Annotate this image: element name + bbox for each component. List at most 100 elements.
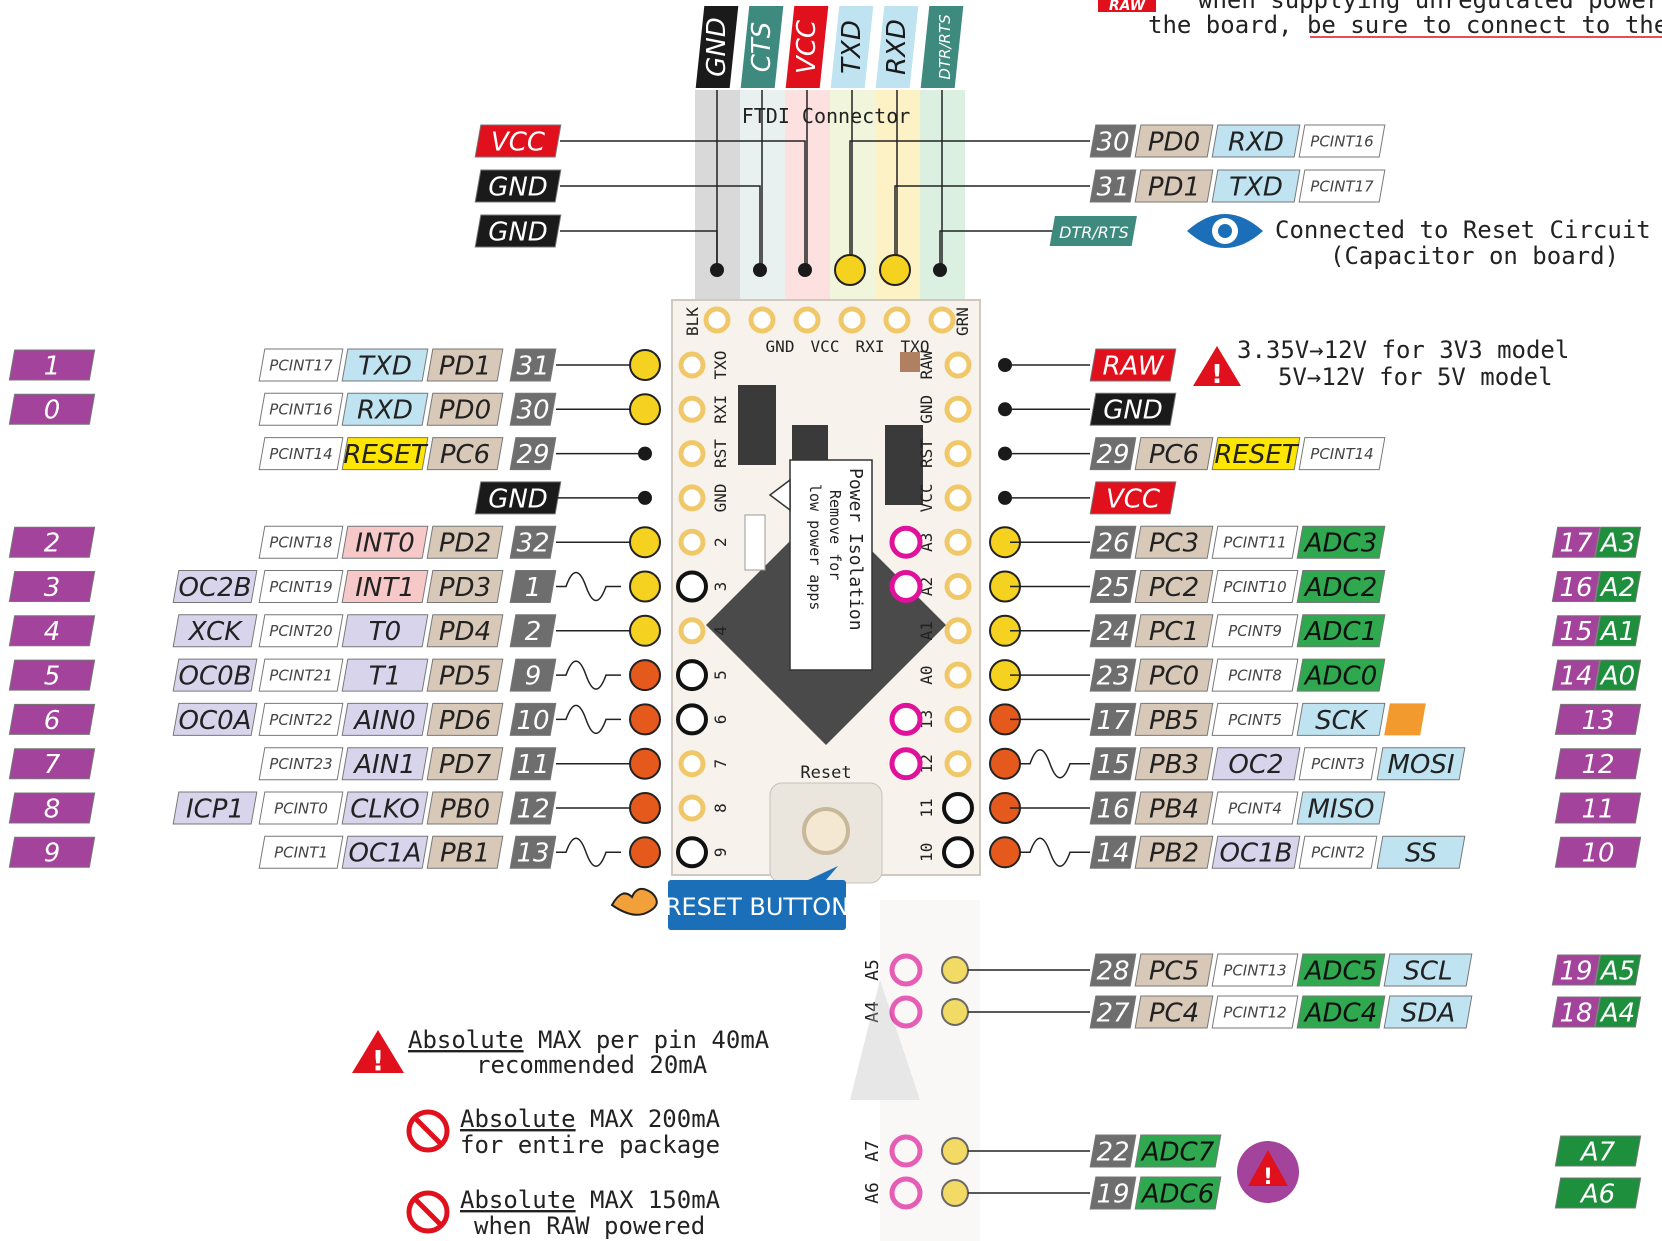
- raw-badge: RAW: [1109, 0, 1146, 14]
- left-arduino-pin: 3: [8, 571, 96, 603]
- board-top-pad: [793, 306, 821, 334]
- top-left-gnd-1: GND: [474, 169, 562, 203]
- left-arduino-pin-text: 2: [44, 529, 61, 559]
- left-port: PB0: [426, 791, 504, 825]
- left-function: AIN0: [341, 702, 429, 736]
- right-chip-pin: 26: [1089, 525, 1137, 559]
- left-chip-pin-text: 10: [516, 706, 549, 736]
- left-arduino-pin-text: 7: [44, 750, 61, 780]
- right-spi: SS: [1376, 835, 1466, 869]
- right-spi-text: SS: [1405, 839, 1437, 869]
- right-pcint: PCINT11: [1211, 525, 1299, 559]
- left-pcint: PCINT1: [258, 835, 344, 869]
- svg-text:GND: GND: [702, 17, 732, 77]
- reset-button-bg[interactable]: [668, 880, 846, 930]
- board-lower-pin-label: A4: [862, 1001, 883, 1023]
- right-pcint-text: PCINT10: [1223, 578, 1286, 596]
- svg-text:DTR/RTS: DTR/RTS: [936, 14, 954, 80]
- reset-button-callout[interactable]: RESET BUTTON: [610, 866, 849, 930]
- top-right-pcint-1-text: PCINT17: [1310, 177, 1374, 195]
- board-top-pin-label: TXO: [901, 337, 930, 356]
- top-left-gnd-2: GND: [474, 214, 562, 248]
- left-pcint: PCINT18: [258, 525, 344, 559]
- bottom-i2c: SDA: [1383, 995, 1473, 1029]
- bottom-port-text: PC4: [1149, 998, 1199, 1028]
- left-arduino-pin: 1: [8, 349, 96, 381]
- bottom-analog-pin-text: A6: [1579, 1179, 1615, 1209]
- left-arduino-pin: 7: [8, 748, 96, 780]
- board-left-pad: [678, 484, 706, 512]
- right-pin-dot: [998, 490, 1012, 505]
- right-pcint: PCINT4: [1211, 791, 1299, 825]
- right-chip-pin-text: 29: [1096, 440, 1129, 470]
- top-right-port-1: PD1: [1134, 169, 1214, 203]
- right-port: PC1: [1134, 614, 1214, 648]
- bottom-chip-pin: 28: [1089, 953, 1137, 987]
- bottom-function: ADC6: [1134, 1176, 1222, 1210]
- right-chip-pin-text: 17: [1096, 706, 1130, 736]
- board-left-pad: [676, 570, 708, 603]
- board-left-pad: [678, 617, 706, 645]
- right-pcint-text: PCINT5: [1228, 711, 1282, 729]
- svg-text:CTS: CTS: [747, 22, 777, 73]
- top-right-pcint-0-text: PCINT16: [1310, 132, 1373, 150]
- left-row: GND: [474, 481, 652, 515]
- board-right-pin-label: A1: [917, 621, 936, 640]
- top-right-func-0-text: RXD: [1228, 127, 1284, 157]
- board-left-pin-label: RXI: [711, 395, 730, 424]
- top-note: RAW when supplying unregulated power to …: [1098, 0, 1662, 39]
- left-port-text: PD1: [439, 351, 491, 381]
- board-lower-pad: [889, 995, 923, 1029]
- right-function-text: ADC0: [1303, 661, 1378, 691]
- left-arduino-pin: 6: [8, 703, 96, 736]
- adc-warning-icon: !: [1237, 1141, 1299, 1203]
- left-function: INT1: [341, 570, 429, 603]
- left-arduino-pin: 8: [8, 792, 96, 824]
- board-inner-pad-13: [889, 702, 923, 736]
- left-arduino-pin-text: 6: [44, 706, 61, 736]
- led: [900, 352, 920, 372]
- right-arduino-pin-text: 12: [1581, 750, 1614, 780]
- svg-text:TXD: TXD: [837, 20, 867, 74]
- right-chip-pin: 29: [1089, 437, 1137, 471]
- top-left-gnd-2-text: GND: [488, 217, 548, 247]
- right-pcint: PCINT2: [1298, 835, 1378, 869]
- right-pin-dot: [998, 358, 1012, 372]
- right-row: VCC: [998, 481, 1177, 515]
- ftdi-pin-cts: CTS: [740, 6, 784, 270]
- warning1-line1: Absolute MAX per pin 40mA: [408, 1026, 770, 1054]
- bottom-function-text: ADC5: [1303, 956, 1378, 986]
- right-gnd: GND: [1089, 392, 1177, 426]
- board-left-pad: [678, 528, 706, 556]
- left-port: PD1: [426, 348, 504, 382]
- left-arduino-pin-text: 8: [44, 794, 61, 824]
- reset-note-line2: (Capacitor on board): [1330, 242, 1619, 270]
- right-arduino-pin: 13: [1554, 703, 1642, 736]
- right-function-alt: OC2: [1211, 747, 1301, 781]
- board-left-pad: [676, 703, 708, 736]
- bottom-chip-pin-text: 19: [1096, 1179, 1129, 1209]
- ftdi-header-dot: [753, 263, 767, 277]
- board-lower-pin-label: A5: [862, 959, 883, 981]
- clock-icon: [1384, 703, 1426, 736]
- right-analog-pin: A0: [1594, 659, 1642, 691]
- left-function-text: CLKO: [350, 794, 419, 824]
- right-pcint: PCINT5: [1211, 702, 1299, 736]
- right-chip-pin: 23: [1089, 658, 1137, 692]
- prohibited-icon: [406, 1190, 450, 1234]
- reset-switch[interactable]: [802, 807, 850, 855]
- right-port-text: PC6: [1149, 440, 1199, 470]
- capacitor-left: [738, 385, 776, 465]
- left-port-text: PB1: [440, 839, 490, 869]
- board-left-pin-label: 2: [711, 537, 730, 547]
- left-chip-pin: 31: [509, 348, 557, 382]
- left-chip-pin: 9: [509, 658, 557, 692]
- board-left-pin-label: TXO: [711, 351, 730, 380]
- left-function: TXD: [341, 348, 429, 382]
- svg-text:!: !: [372, 1044, 385, 1077]
- bottom-function-text: ADC4: [1303, 998, 1378, 1028]
- right-analog-pin-text: A1: [1599, 617, 1635, 647]
- right-pcint-text: PCINT11: [1223, 534, 1286, 552]
